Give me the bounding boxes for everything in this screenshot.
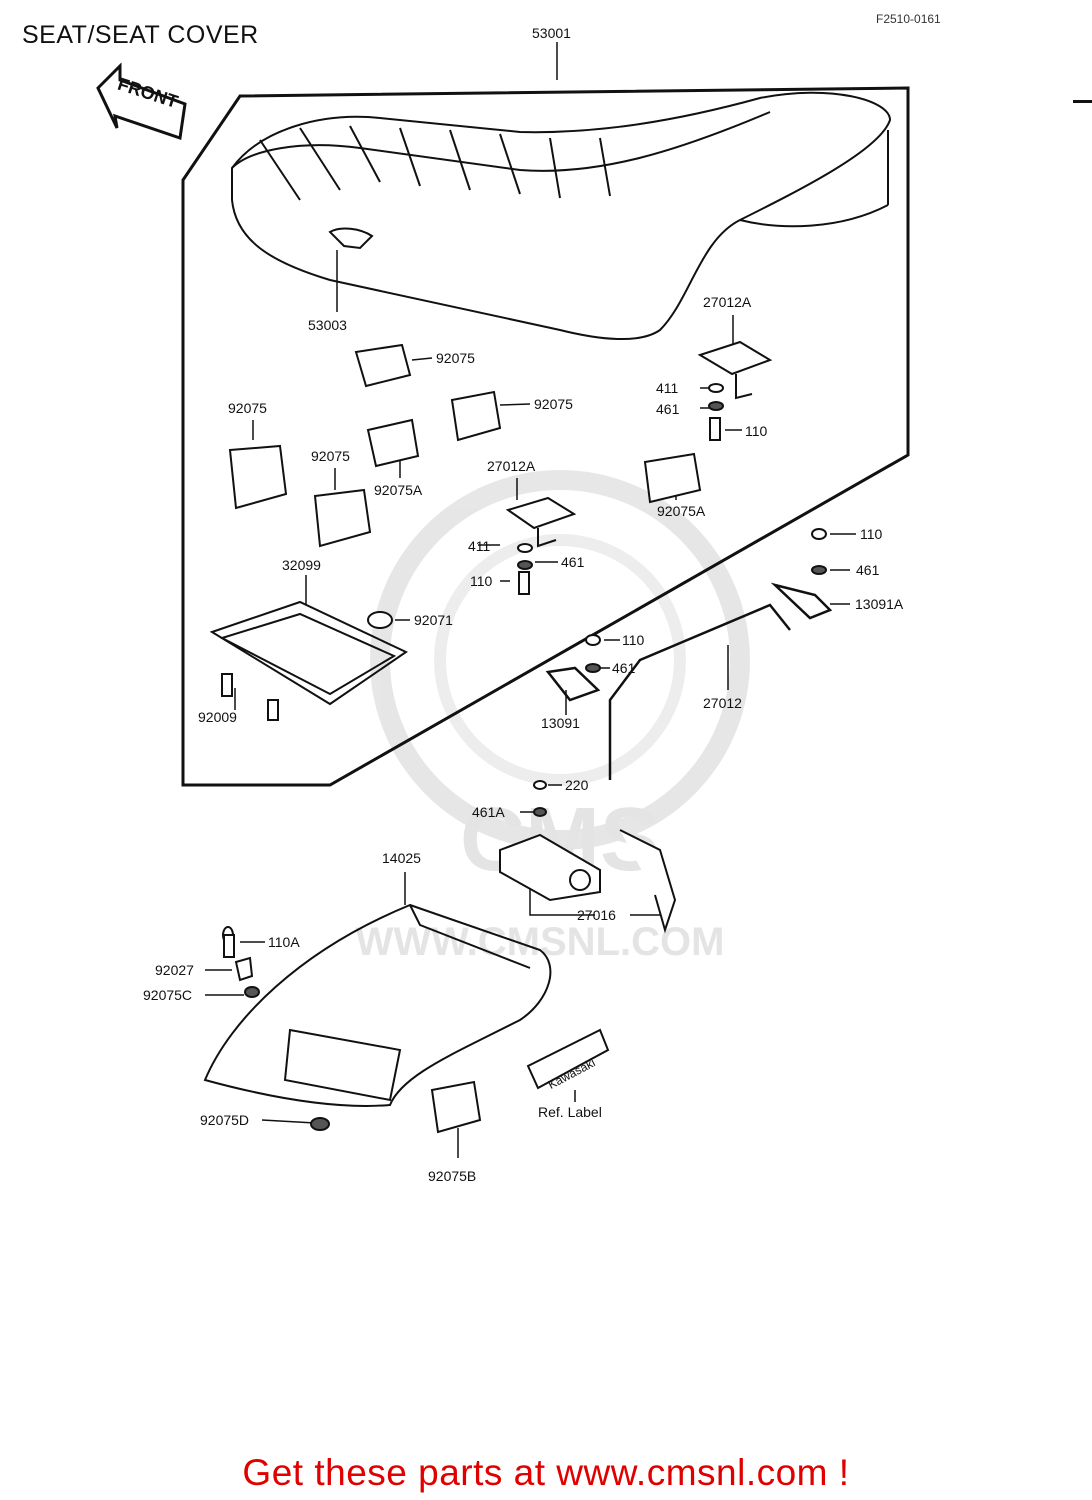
seat-group-frame	[181, 86, 910, 787]
label-27016: 27016	[577, 907, 616, 923]
label-110-r2: 110	[622, 632, 645, 648]
label-92075a-b: 92075A	[657, 503, 706, 519]
label-220: 220	[565, 777, 589, 793]
label-411-top: 411	[656, 380, 679, 396]
seat	[231, 91, 892, 341]
front-arrow: FRONT	[96, 62, 187, 140]
kawasaki-emblem: Kawasaki	[526, 1028, 610, 1092]
label-92075d: 92075D	[200, 1112, 249, 1128]
label-32099: 32099	[282, 557, 321, 573]
footer-link[interactable]: Get these parts at www.cmsnl.com !	[242, 1452, 850, 1493]
rubber-blocks	[228, 343, 702, 1134]
leader-lines	[205, 42, 856, 1158]
page-title: SEAT/SEAT COVER	[22, 21, 259, 49]
label-92075-c: 92075	[228, 400, 267, 416]
label-92075-d: 92075	[311, 448, 350, 464]
label-ref-label: Ref. Label	[538, 1104, 602, 1120]
label-461a: 461A	[472, 804, 505, 820]
label-110a: 110A	[268, 934, 300, 950]
watermark-url: WWW.CMSNL.COM	[356, 920, 725, 964]
label-13091: 13091	[541, 715, 580, 731]
label-92009: 92009	[198, 709, 237, 725]
seat-cover	[203, 903, 552, 1107]
storage-tray	[209, 600, 409, 706]
label-92075c: 92075C	[143, 987, 192, 1003]
label-411-mid: 411	[468, 538, 491, 554]
label-461-r2: 461	[612, 660, 636, 676]
label-53001: 53001	[532, 25, 571, 41]
hinge-brackets	[505, 340, 773, 548]
label-27012a-top: 27012A	[703, 294, 752, 310]
label-92075-b: 92075	[534, 396, 573, 412]
label-92075-a: 92075	[436, 350, 475, 366]
label-92075b: 92075B	[428, 1168, 476, 1184]
fasteners	[221, 383, 827, 1131]
label-461-mid: 461	[561, 554, 585, 570]
diagram-code: F2510-0161	[876, 12, 941, 26]
label-92075a-a: 92075A	[374, 482, 423, 498]
label-53003: 53003	[308, 317, 347, 333]
label-461-r1: 461	[856, 562, 880, 578]
parts-diagram: CMS WWW.CMSNL.COM FRONT	[96, 25, 910, 1184]
label-92027: 92027	[155, 962, 194, 978]
label-92071: 92071	[414, 612, 453, 628]
label-461-top: 461	[656, 401, 680, 417]
seat-lock	[499, 829, 677, 934]
label-14025: 14025	[382, 850, 421, 866]
label-13091a: 13091A	[855, 596, 904, 612]
label-110-top: 110	[745, 423, 768, 439]
label-110-r1: 110	[860, 526, 883, 542]
part-labels: 53001 53003 27012A 411 461 110 92075 920…	[143, 25, 904, 1184]
label-110-mid: 110	[470, 573, 493, 589]
label-27012a-mid: 27012A	[487, 458, 536, 474]
seat-lock-rod	[545, 582, 833, 780]
edge-mark	[1073, 100, 1092, 103]
label-27012: 27012	[703, 695, 742, 711]
